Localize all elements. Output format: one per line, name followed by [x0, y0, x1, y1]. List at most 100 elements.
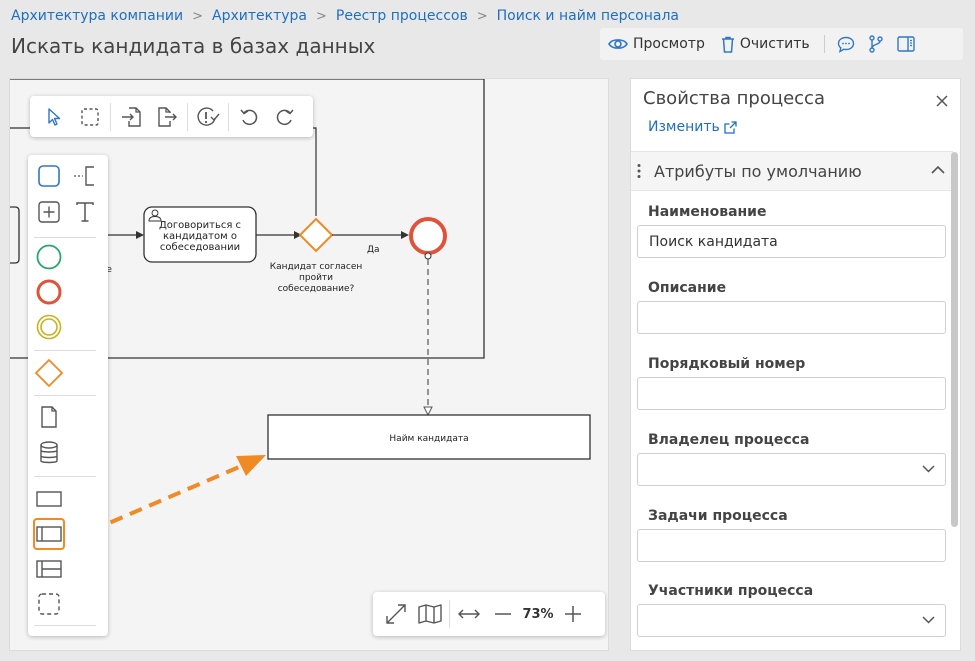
- name-input[interactable]: Поиск кандидата: [637, 225, 946, 258]
- palette-end-event[interactable]: [34, 277, 64, 307]
- process-owner-select[interactable]: [637, 453, 946, 486]
- comments-button[interactable]: [831, 28, 861, 60]
- edit-toolbar: [30, 96, 313, 137]
- element-palette: [28, 155, 108, 636]
- breadcrumb-item-hiring[interactable]: Поиск и найм персонала: [496, 8, 680, 24]
- process-tasks-input[interactable]: [637, 529, 946, 562]
- drag-handle-icon[interactable]: [637, 163, 641, 179]
- branch-button[interactable]: [861, 28, 891, 60]
- validate-button[interactable]: [190, 99, 226, 135]
- pool-label: Найм кандидата: [389, 434, 468, 444]
- export-button[interactable]: [149, 99, 185, 135]
- side-panel-icon: [896, 36, 915, 52]
- clear-label: Очистить: [739, 36, 810, 52]
- select-tool-button[interactable]: [36, 99, 72, 135]
- minimap-button[interactable]: [413, 597, 447, 631]
- order-number-input[interactable]: [637, 377, 946, 410]
- redo-button[interactable]: [267, 99, 303, 135]
- top-toolbar: Просмотр Очистить: [600, 28, 963, 60]
- palette-group[interactable]: [34, 589, 64, 619]
- breadcrumb-item-architecture[interactable]: Архитектура: [212, 8, 307, 24]
- palette-task[interactable]: [34, 161, 64, 191]
- palette-divider: [34, 625, 96, 626]
- diagram-canvas[interactable]: юме Договориться с кандидатом о собеседо…: [9, 78, 609, 651]
- zoom-toolbar: 73%: [373, 592, 605, 636]
- palette-participant-highlighted[interactable]: [33, 518, 65, 550]
- start-event-circle-icon: [36, 244, 62, 270]
- field-label-process-participants: Участники процесса: [648, 583, 814, 599]
- message-flow-start: [424, 252, 432, 260]
- side-panel-toggle-button[interactable]: [891, 28, 921, 60]
- close-button[interactable]: [933, 92, 951, 110]
- lanes-icon: [36, 560, 62, 578]
- palette-annotation[interactable]: [70, 161, 100, 191]
- fit-width-button[interactable]: [452, 597, 486, 631]
- palette-data-store[interactable]: [34, 438, 64, 468]
- palette-intermediate-event[interactable]: [34, 312, 64, 342]
- task-label-line-2: кандидатом о: [163, 231, 237, 242]
- breadcrumb-item-company-architecture[interactable]: Архитектура компании: [11, 8, 184, 24]
- intermediate-event-circle-icon: [36, 314, 62, 340]
- palette-subprocess[interactable]: [34, 197, 64, 227]
- branch-icon: [868, 35, 883, 53]
- chevron-down-icon: [922, 616, 935, 624]
- clear-button[interactable]: Очистить: [713, 28, 818, 60]
- plus-icon: [565, 606, 581, 622]
- document-icon: [41, 406, 57, 428]
- preview-button[interactable]: Просмотр: [600, 28, 713, 60]
- participant-lane-icon: [36, 526, 62, 542]
- field-label-order-number: Порядковый номер: [648, 356, 806, 372]
- fullscreen-button[interactable]: [379, 597, 413, 631]
- palette-divider: [34, 237, 96, 238]
- trash-icon: [721, 36, 734, 53]
- process-participants-select[interactable]: [637, 604, 946, 637]
- redo-icon: [276, 109, 294, 125]
- import-icon: [122, 106, 141, 127]
- palette-divider: [34, 476, 96, 477]
- yes-flow-label: Да: [367, 245, 380, 255]
- palette-divider: [34, 350, 96, 351]
- arrowhead: [136, 231, 144, 239]
- chevron-right-icon: >: [476, 8, 488, 24]
- prev-task-partial: [10, 206, 20, 264]
- zoom-in-button[interactable]: [556, 597, 590, 631]
- palette-start-event[interactable]: [34, 242, 64, 272]
- palette-pool[interactable]: [34, 484, 64, 514]
- field-label-process-owner: Владелец процесса: [648, 432, 810, 448]
- description-input[interactable]: [637, 301, 946, 334]
- palette-lanes[interactable]: [34, 554, 64, 584]
- undo-icon: [240, 109, 258, 125]
- minus-icon: [495, 613, 511, 615]
- plus-square-icon: [38, 201, 60, 223]
- palette-text[interactable]: [70, 197, 100, 227]
- scrollbar-thumb[interactable]: [951, 152, 958, 527]
- page-title: Искать кандидата в базах данных: [11, 34, 376, 58]
- pool-hiring: [267, 414, 591, 460]
- breadcrumb-item-process-registry[interactable]: Реестр процессов: [335, 8, 468, 24]
- expand-arrows-icon: [386, 604, 406, 624]
- palette-data-object[interactable]: [34, 402, 64, 432]
- undo-button[interactable]: [231, 99, 267, 135]
- palette-gateway[interactable]: [34, 358, 64, 388]
- gateway-label-line-1: Кандидат согласен: [270, 262, 363, 272]
- zoom-out-button[interactable]: [486, 597, 520, 631]
- eye-icon: [608, 39, 628, 49]
- lasso-tool-button[interactable]: [72, 99, 108, 135]
- gateway-label-line-3: собеседование?: [278, 284, 355, 294]
- chevron-down-icon: [922, 465, 935, 473]
- end-event: [409, 217, 447, 255]
- section-header-default-attributes[interactable]: Атрибуты по умолчанию: [631, 151, 953, 191]
- edit-link[interactable]: Изменить: [648, 119, 737, 135]
- annotation-bracket-icon: [74, 166, 94, 186]
- toolbar-divider: [110, 102, 111, 131]
- pool-border: [10, 79, 485, 359]
- import-button[interactable]: [113, 99, 149, 135]
- task-rounded-rect-icon: [38, 165, 60, 187]
- gateway-diamond-icon: [34, 358, 64, 388]
- end-event-circle-icon: [36, 279, 62, 305]
- export-icon: [158, 106, 177, 127]
- toolbar-divider: [187, 102, 188, 131]
- horizontal-arrows-icon: [458, 609, 480, 619]
- user-icon: [148, 209, 162, 222]
- field-label-process-tasks: Задачи процесса: [648, 508, 788, 524]
